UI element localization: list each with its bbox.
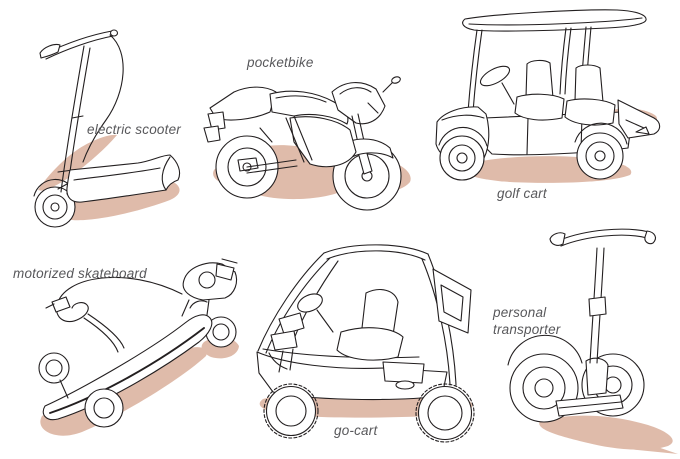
go-cart-drawing (256, 244, 475, 443)
swingarm (246, 159, 298, 174)
steering-stem (585, 247, 609, 396)
belly-fairing (259, 115, 357, 168)
brake-cable (82, 34, 124, 163)
front-wheel (438, 126, 488, 181)
seat (336, 289, 404, 361)
rear-panel (432, 268, 472, 334)
ground-shadow (539, 415, 678, 454)
label-go-cart: go-cart (334, 423, 378, 438)
control-cable (45, 276, 183, 353)
illustration-pocketbike (200, 72, 420, 217)
motorized-skateboard-drawing (38, 258, 239, 436)
personal-transporter-drawing (507, 228, 678, 454)
front-wheel (263, 383, 319, 439)
front-wheel (33, 178, 77, 228)
illustration-go-cart (243, 233, 483, 443)
platform (555, 394, 624, 417)
rear-wheel (415, 383, 475, 443)
front-controls (268, 312, 305, 373)
rear-wheel (574, 122, 628, 180)
handlebar (39, 29, 119, 60)
illustration-golf-cart (432, 6, 662, 186)
seats (514, 59, 616, 126)
pocketbike-drawing (203, 76, 411, 211)
deck (42, 314, 213, 421)
label-pocketbike: pocketbike (247, 55, 314, 70)
rear-bag-rack (617, 99, 661, 139)
handlebar (549, 228, 656, 247)
label-motorized-skateboard: motorized skateboard (13, 266, 147, 281)
steering-wheel (297, 293, 334, 333)
front-wheels (38, 352, 124, 428)
tail-cowl (203, 86, 277, 143)
golf-cart-drawing (435, 9, 661, 183)
illustration-motorized-skateboard (8, 258, 243, 443)
electric-scooter-drawing (33, 29, 181, 228)
ground-shadow (40, 337, 239, 436)
motor (181, 258, 238, 317)
steering-wheel (479, 65, 515, 105)
deck (57, 154, 181, 203)
label-golf-cart: golf cart (497, 186, 547, 201)
label-personal-transporter: personal transporter (493, 305, 561, 337)
mirror (382, 76, 401, 93)
front-wheel (332, 141, 402, 211)
roof (462, 9, 647, 32)
illustration-electric-scooter (20, 22, 195, 234)
label-electric-scooter: electric scooter (87, 122, 181, 137)
illustration-personal-transporter (500, 215, 680, 455)
rear-wheels (189, 300, 237, 348)
